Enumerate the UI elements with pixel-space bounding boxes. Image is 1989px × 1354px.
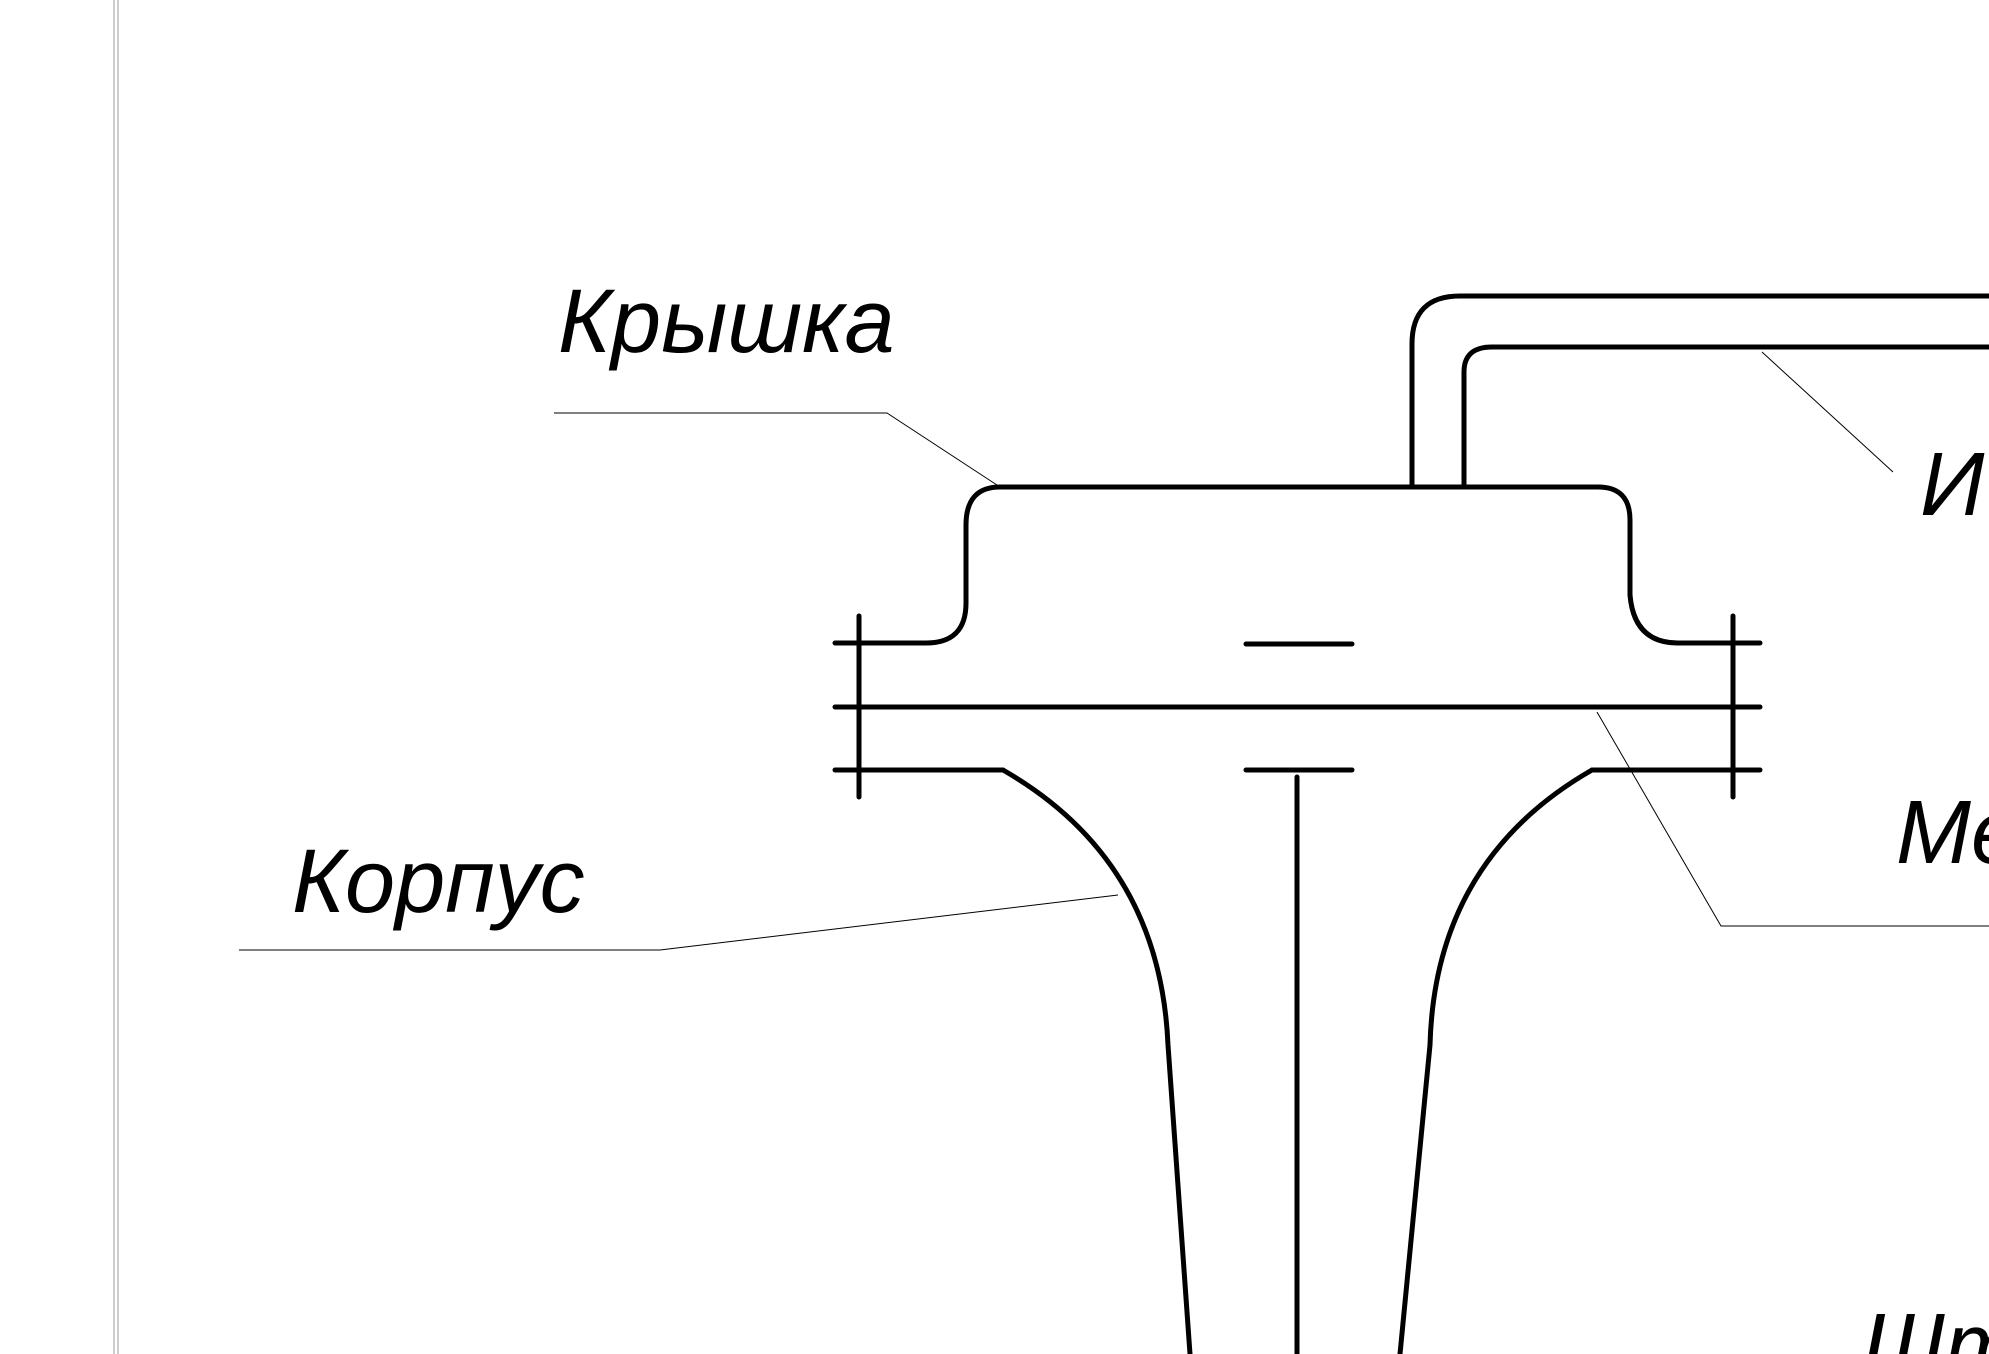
label-pipe-partial: И xyxy=(1920,435,1985,535)
leader-cover xyxy=(554,412,1001,488)
label-cover: Крышка xyxy=(558,272,895,372)
pipe-outer-line xyxy=(1409,293,1989,490)
label-membrane-partial: Ме xyxy=(1896,783,1989,883)
label-stem-partial: Шт xyxy=(1862,1296,1989,1354)
leader-pipe xyxy=(1761,351,1894,473)
body-right-wall xyxy=(1397,767,1595,1354)
body-left-wall xyxy=(1000,767,1193,1354)
leader-body xyxy=(239,894,1119,951)
pipe-inner-line xyxy=(1461,344,1989,490)
label-body: Корпус xyxy=(292,832,585,932)
leader-membrane xyxy=(1596,711,1989,927)
cover-outline xyxy=(832,484,1763,646)
